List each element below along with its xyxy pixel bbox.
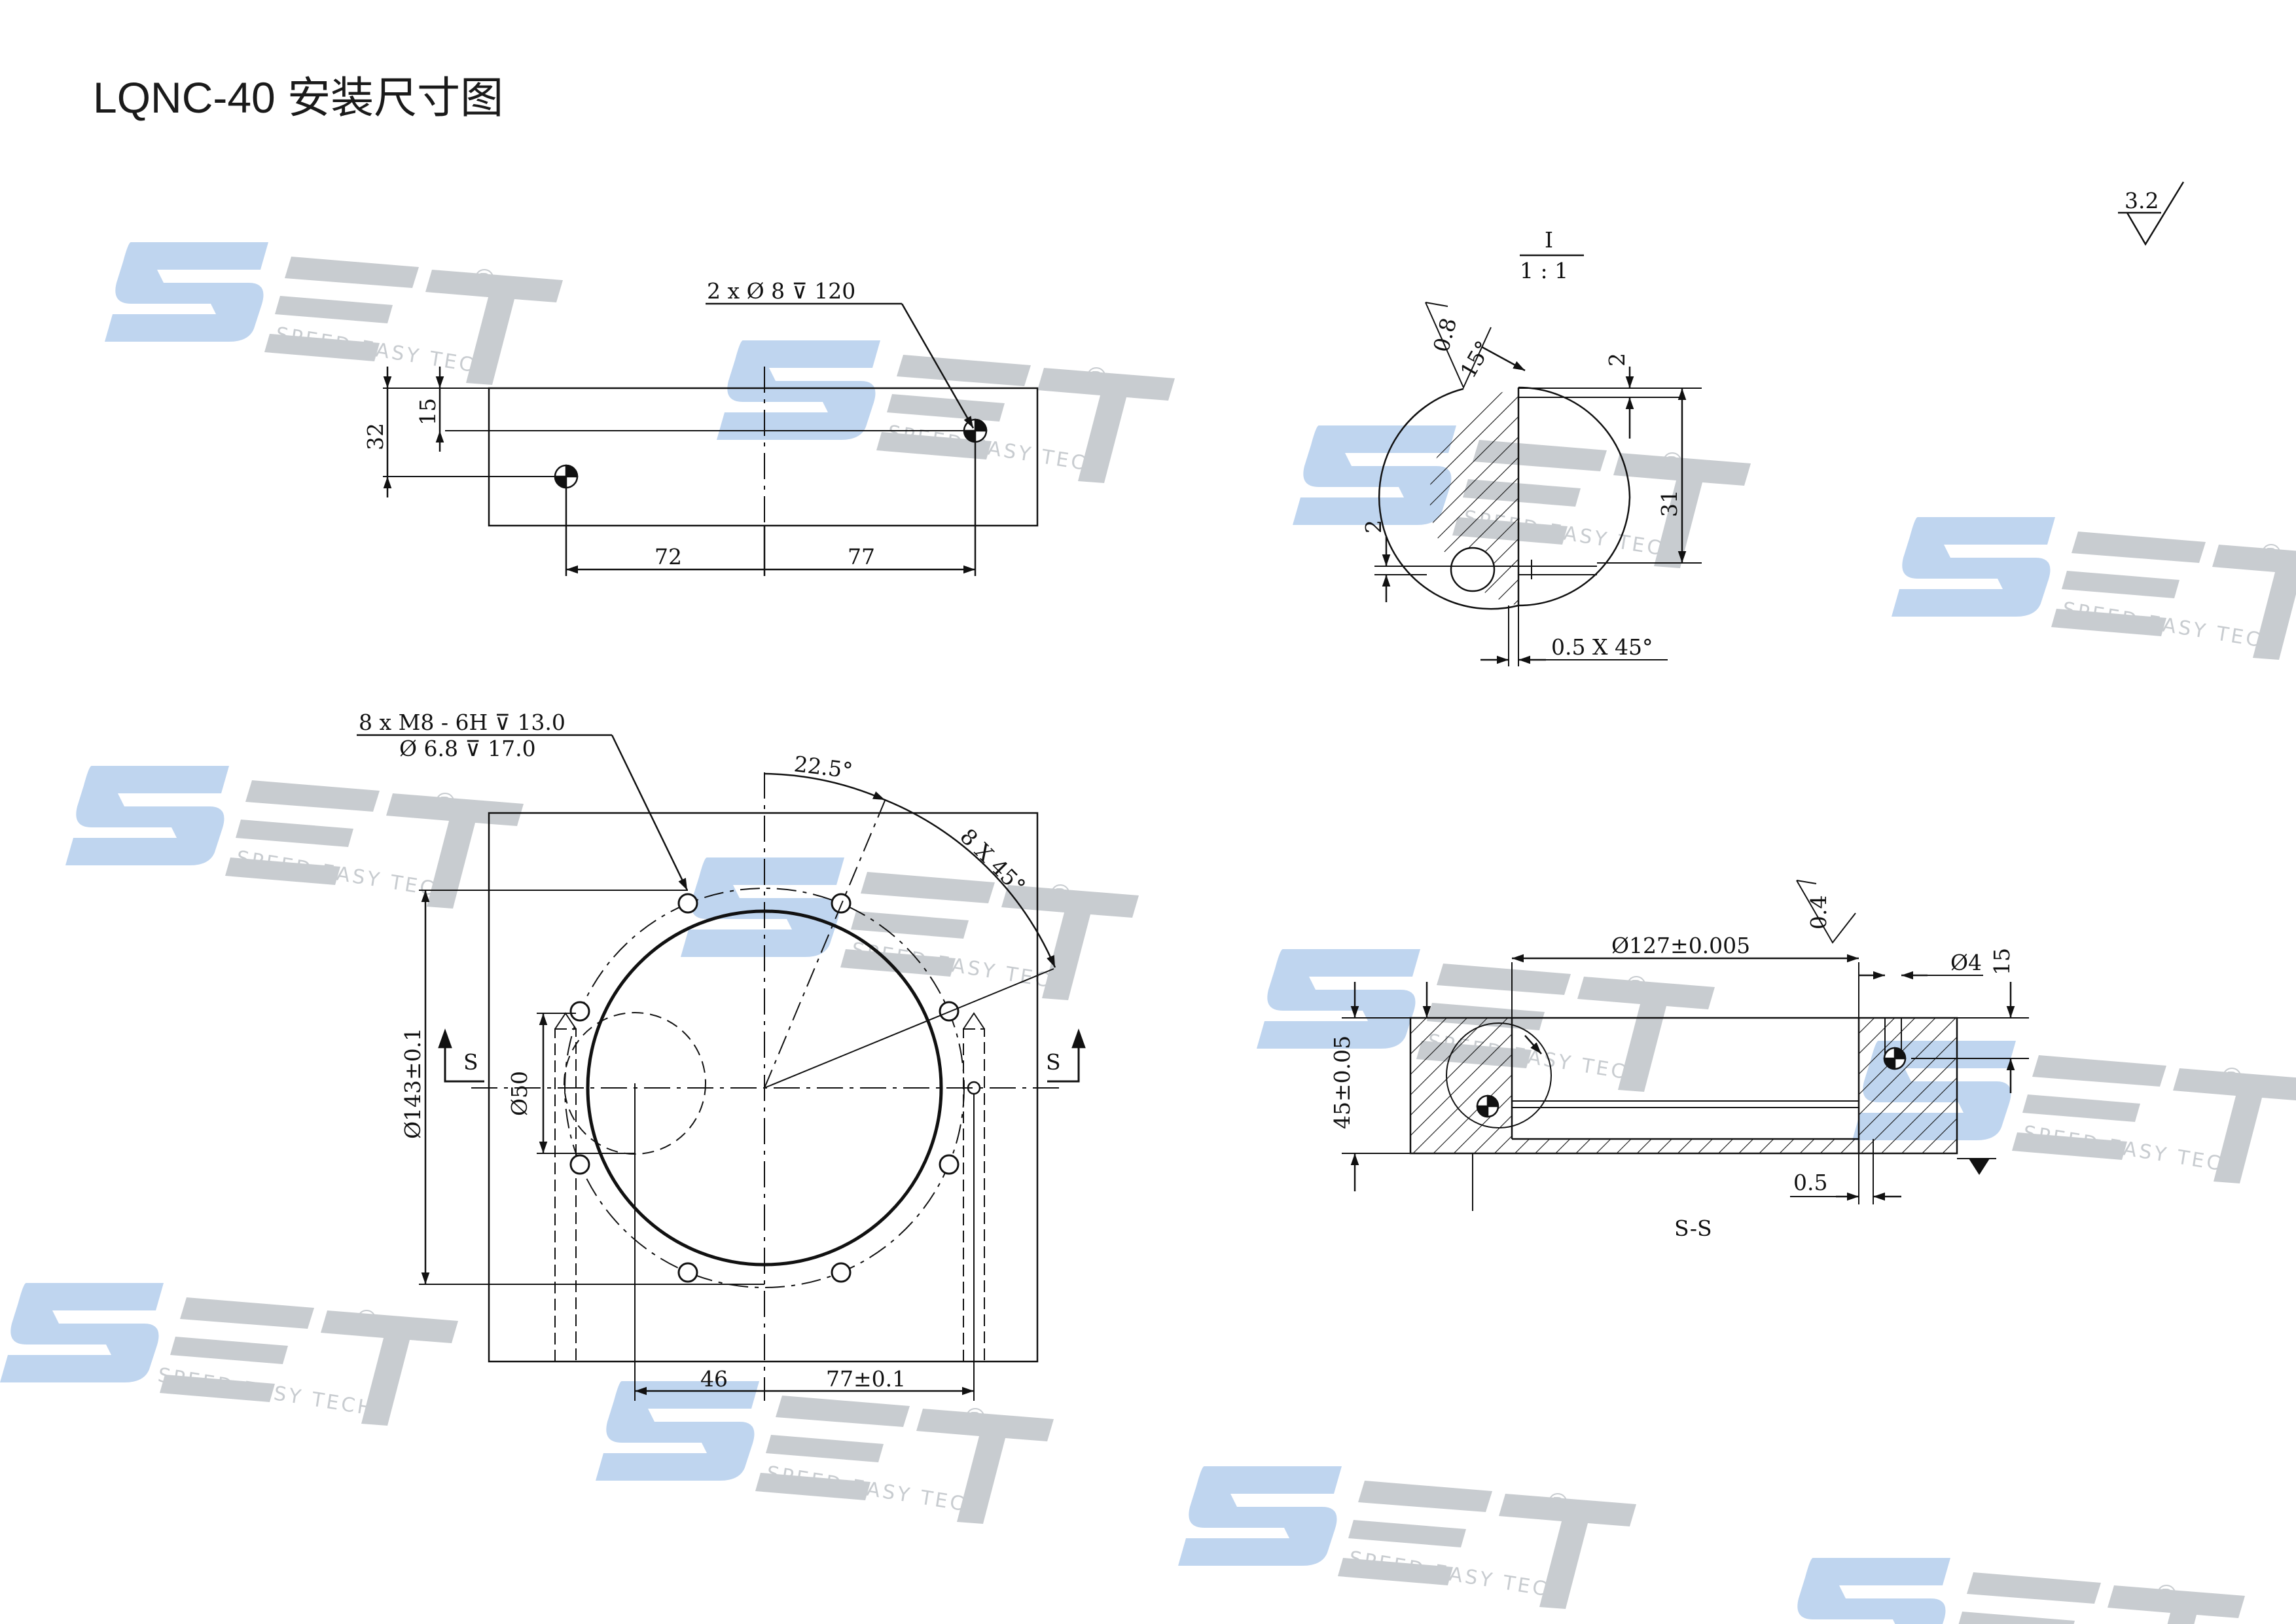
watermark-logo: SPEED EASY TECH ® (65, 766, 524, 909)
svg-text:®: ® (2153, 1580, 2179, 1610)
watermark-logo: SPEED EASY TECH ® (681, 857, 1139, 1000)
dim-15: 15 (415, 398, 440, 425)
watermark-layer: SPEED EASY TECH ® SPEED EASY TECH ® SPEE… (0, 242, 2296, 1624)
svg-text:®: ® (1083, 363, 1109, 393)
watermark-logo: SPEED EASY TECH ® (0, 1283, 458, 1426)
svg-text:77±0.1: 77±0.1 (826, 1366, 906, 1392)
svg-text:Ø50: Ø50 (507, 1071, 532, 1116)
drill-note: Ø 6.8 ⊽ 17.0 (399, 736, 536, 761)
svg-text:0.5 X 45°: 0.5 X 45° (1551, 634, 1653, 660)
svg-text:Ø4: Ø4 (1950, 950, 1982, 975)
watermark-logo: SPEED EASY TECH ® (105, 242, 563, 385)
top-view-outline (488, 387, 1039, 527)
pin-hole (1476, 1094, 1499, 1118)
svg-text:®: ® (2258, 539, 2284, 569)
svg-text:®: ® (1623, 971, 1649, 1001)
pin-hole (1883, 1047, 1907, 1070)
main-bore (586, 909, 943, 1267)
svg-text:I: I (1545, 227, 1553, 253)
datum-hole (963, 418, 988, 443)
roughness-symbol: 3.2 (2118, 181, 2185, 246)
svg-text:31: 31 (1657, 490, 1682, 517)
svg-text:®: ® (1047, 880, 1073, 910)
svg-text:S-S: S-S (1674, 1216, 1712, 1241)
svg-text:45±0.05: 45±0.05 (1329, 1036, 1355, 1129)
svg-text:0.4: 0.4 (1806, 895, 1831, 929)
watermark-logo: SPEED EASY TECH ® (1178, 1466, 1636, 1609)
section-view (1342, 880, 2029, 1211)
thread-note: 8 x M8 - 6H ⊽ 13.0 (359, 710, 565, 735)
svg-text:S: S (1046, 1049, 1061, 1075)
dim-77: 77 (848, 544, 875, 569)
svg-text:15: 15 (1989, 948, 2015, 975)
svg-text:0.5: 0.5 (1793, 1170, 1827, 1195)
svg-text:®: ® (962, 1403, 988, 1434)
svg-text:®: ® (471, 264, 497, 295)
dim-72: 72 (655, 544, 682, 569)
detail-view: I 1 : 1 (1374, 227, 1702, 666)
svg-text:2: 2 (1604, 353, 1630, 367)
svg-text:®: ® (2219, 1063, 2245, 1093)
hole-note: 2 x Ø 8 ⊽ 120 (707, 278, 855, 304)
front-view (357, 734, 1086, 1401)
dim-32: 32 (363, 423, 388, 450)
svg-text:22.5°: 22.5° (793, 751, 854, 784)
svg-text:®: ® (1545, 1489, 1571, 1519)
svg-text:46: 46 (700, 1366, 728, 1392)
svg-text:Ø143±0.1: Ø143±0.1 (400, 1028, 425, 1139)
svg-text:15°: 15° (1455, 336, 1496, 382)
svg-text:3.2: 3.2 (2125, 188, 2159, 213)
svg-text:®: ® (353, 1305, 380, 1335)
svg-text:2: 2 (1361, 520, 1386, 533)
svg-text:1 : 1: 1 : 1 (1520, 258, 1568, 283)
svg-text:®: ® (1659, 448, 1685, 478)
datum-hole (554, 464, 579, 489)
top-view (383, 302, 1039, 576)
watermark-logo: SPEED EASY TECH ® (717, 340, 1175, 483)
top-view-labels: 2 x Ø 8 ⊽ 120 32 15 72 77 (363, 278, 875, 569)
svg-text:®: ® (432, 788, 458, 818)
watermark-logo: ® (1787, 1558, 2245, 1624)
section-labels: Ø127±0.005 0.4 Ø4 15 45±0.05 0.5 S-S (1329, 895, 2015, 1241)
watermark-logo: SPEED EASY TECH ® (596, 1381, 1054, 1524)
svg-text:S: S (463, 1049, 478, 1075)
watermark-logo: SPEED EASY TECH ® (1892, 517, 2296, 660)
svg-text:Ø127±0.005: Ø127±0.005 (1611, 933, 1750, 958)
page-title: LQNC-40 安装尺寸图 (93, 73, 504, 122)
